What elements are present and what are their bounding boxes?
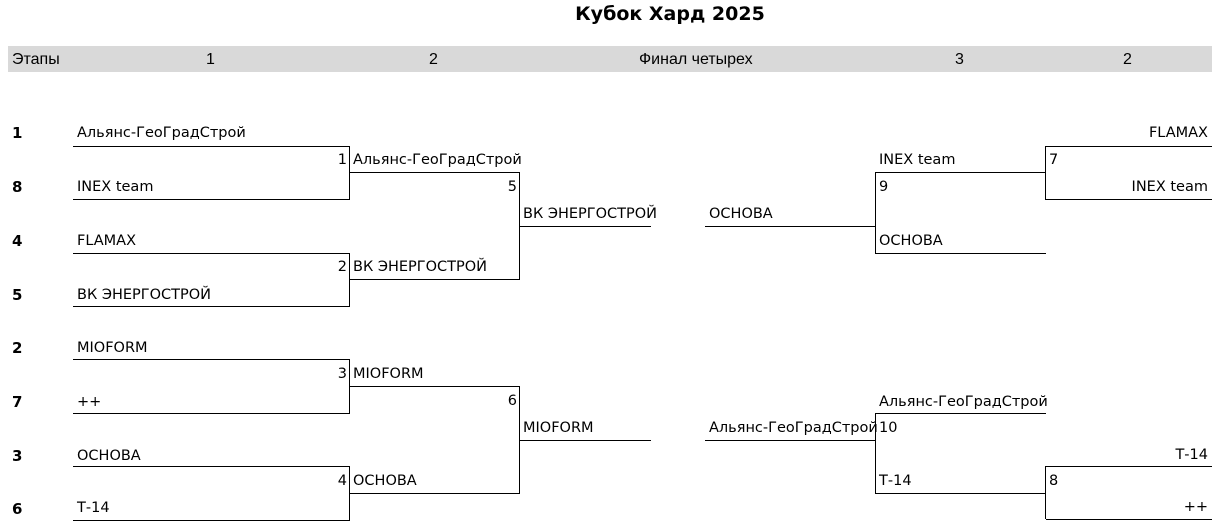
match-number: 2 bbox=[337, 259, 347, 275]
bracket-line bbox=[73, 306, 350, 307]
seed-number: 6 bbox=[12, 500, 23, 518]
team-name: Альянс-ГеоГрадСтрой bbox=[879, 394, 1048, 410]
bracket-line bbox=[875, 172, 1046, 173]
bracket-line bbox=[520, 440, 651, 441]
bracket-line bbox=[705, 226, 876, 227]
team-name: MIOFORM bbox=[523, 420, 594, 436]
bracket-line bbox=[350, 279, 520, 280]
team-name: ВК ЭНЕРГОСТРОЙ bbox=[77, 287, 212, 303]
seed-number: 5 bbox=[12, 286, 23, 304]
team-name: Т-14 bbox=[1175, 447, 1208, 463]
bracket-line bbox=[73, 199, 350, 200]
bracket-line bbox=[350, 386, 520, 387]
bracket-line bbox=[519, 386, 520, 493]
team-name: ++ bbox=[77, 394, 102, 410]
bracket-line bbox=[349, 253, 350, 307]
bracket-line bbox=[73, 413, 350, 414]
team-name: Альянс-ГеоГрадСтрой bbox=[709, 420, 878, 436]
bracket-line bbox=[1046, 466, 1212, 467]
bracket-line bbox=[73, 359, 350, 360]
bracket-line bbox=[1046, 146, 1212, 147]
match-number: 8 bbox=[1049, 473, 1059, 489]
bracket-line bbox=[875, 493, 1046, 494]
match-number: 5 bbox=[507, 179, 517, 195]
stage-round-1: 1 bbox=[206, 51, 215, 68]
seed-number: 4 bbox=[12, 232, 23, 250]
seed-number: 7 bbox=[12, 393, 23, 411]
team-name: INEX team bbox=[879, 152, 956, 168]
team-name: INEX team bbox=[77, 179, 154, 195]
bracket-line bbox=[705, 440, 876, 441]
team-name: Альянс-ГеоГрадСтрой bbox=[77, 125, 246, 141]
bracket-line bbox=[73, 253, 350, 254]
bracket-line bbox=[73, 466, 350, 467]
stage-final-four: Финал четырех bbox=[639, 51, 753, 68]
seed-number: 2 bbox=[12, 339, 23, 357]
stages-header: Этапы 1 2 Финал четырех 3 2 bbox=[8, 46, 1212, 72]
team-name: ОСНОВА bbox=[353, 473, 417, 489]
team-name: ОСНОВА bbox=[77, 448, 141, 464]
bracket-title: Кубок Хард 2025 bbox=[575, 3, 765, 25]
bracket-line bbox=[350, 493, 520, 494]
team-name: INEX team bbox=[1131, 179, 1208, 195]
team-name: MIOFORM bbox=[77, 340, 148, 356]
team-name: Альянс-ГеоГрадСтрой bbox=[353, 152, 522, 168]
stage-round-2: 2 bbox=[429, 51, 438, 68]
bracket-line bbox=[349, 146, 350, 200]
bracket-line bbox=[520, 226, 651, 227]
match-number: 10 bbox=[879, 420, 898, 436]
bracket-line bbox=[1046, 199, 1212, 200]
bracket-line bbox=[73, 146, 350, 147]
bracket-line bbox=[349, 466, 350, 520]
stage-round-2-right: 2 bbox=[1123, 51, 1132, 68]
seed-number: 1 bbox=[12, 124, 23, 142]
seed-number: 3 bbox=[12, 447, 23, 465]
match-number: 9 bbox=[879, 179, 889, 195]
bracket-line bbox=[519, 172, 520, 279]
bracket-line bbox=[1046, 519, 1212, 520]
team-name: FLAMAX bbox=[77, 233, 137, 249]
team-name: FLAMAX bbox=[1148, 125, 1208, 141]
stage-label: Этапы bbox=[12, 51, 60, 68]
team-name: ВК ЭНЕРГОСТРОЙ bbox=[523, 206, 658, 222]
bracket-line bbox=[875, 413, 1046, 414]
team-name: ОСНОВА bbox=[709, 206, 773, 222]
bracket-line bbox=[349, 359, 350, 413]
stage-round-3: 3 bbox=[955, 51, 964, 68]
seed-number: 8 bbox=[12, 178, 23, 196]
team-name: Т-14 bbox=[77, 500, 110, 516]
bracket-line bbox=[875, 253, 1046, 254]
team-name: ВК ЭНЕРГОСТРОЙ bbox=[353, 259, 488, 275]
match-number: 4 bbox=[337, 473, 347, 489]
match-number: 7 bbox=[1049, 152, 1059, 168]
match-number: 6 bbox=[507, 393, 517, 409]
team-name: MIOFORM bbox=[353, 366, 424, 382]
bracket-line bbox=[1045, 146, 1046, 200]
bracket-line bbox=[1045, 466, 1046, 519]
team-name: ++ bbox=[1183, 499, 1208, 515]
match-number: 3 bbox=[337, 366, 347, 382]
team-name: ОСНОВА bbox=[879, 233, 943, 249]
bracket-line bbox=[350, 172, 520, 173]
bracket-line bbox=[875, 413, 876, 493]
team-name: Т-14 bbox=[879, 473, 912, 489]
match-number: 1 bbox=[337, 152, 347, 168]
bracket-line bbox=[875, 172, 876, 253]
bracket-line bbox=[73, 520, 350, 521]
